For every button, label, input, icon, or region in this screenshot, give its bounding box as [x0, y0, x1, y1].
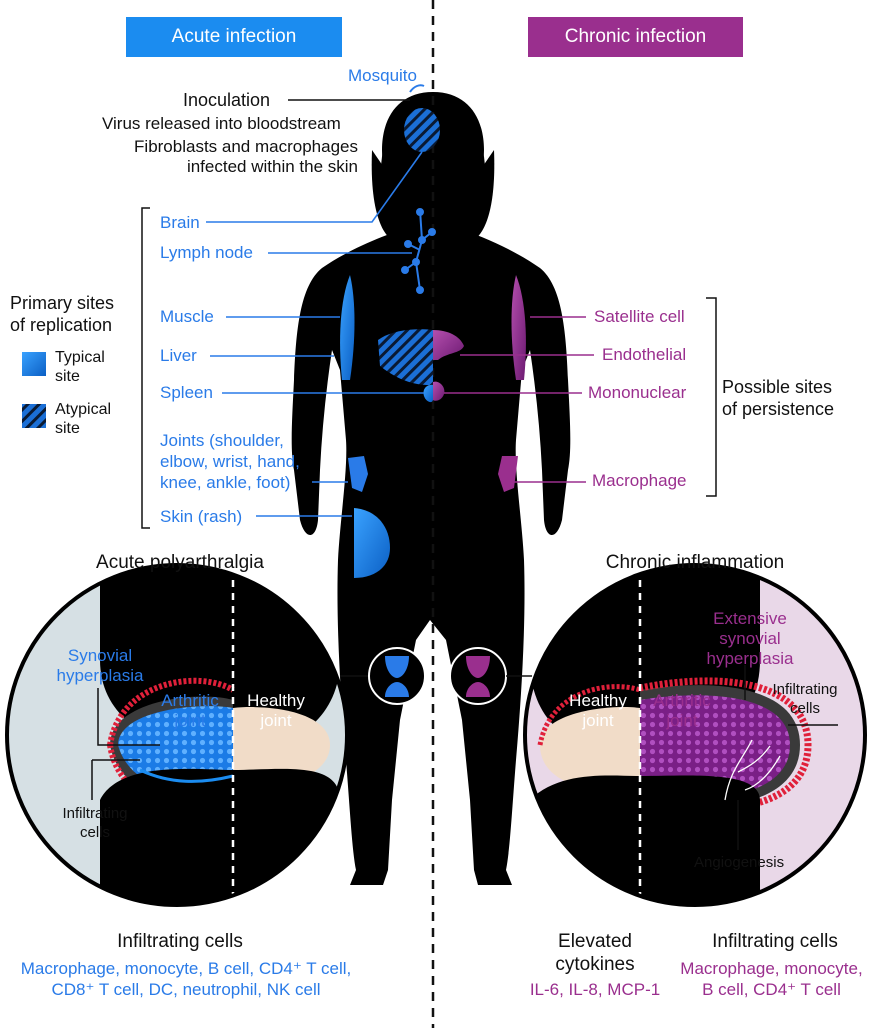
mosquito-label: Mosquito — [348, 66, 417, 86]
chronic-infiltrating-line-2: cells — [760, 699, 850, 719]
acute-panel-title: Acute polyarthralgia — [60, 553, 300, 573]
site-endothelial: Endothelial — [602, 345, 686, 365]
chronic-arthritic-line-2: joint — [642, 711, 722, 731]
site-satellite-cell: Satellite cell — [594, 307, 685, 327]
inoculation-line-3: infected within the skin — [102, 157, 358, 177]
cytokines-values: IL-6, IL-8, MCP-1 — [505, 980, 685, 1000]
legend-atypical-line-2: site — [55, 419, 80, 439]
site-liver: Liver — [160, 346, 197, 366]
site-mononuclear: Mononuclear — [588, 383, 686, 403]
site-macrophage: Macrophage — [592, 471, 687, 491]
persistence-line-2: of persistence — [722, 399, 834, 419]
site-joints-line-2: elbow, wrist, hand, — [160, 452, 300, 472]
acute-arthritic-line-2: joint — [150, 711, 230, 731]
legend-title-line-1: Primary sites — [10, 293, 114, 313]
knee-icon-acute — [369, 648, 425, 704]
chronic-infiltrating-line-a: Macrophage, monocyte, — [672, 959, 871, 979]
chronic-infiltrating-title: Infiltrating cells — [680, 932, 870, 952]
site-skin-rash: Skin (rash) — [160, 507, 242, 527]
legend-atypical-line-1: Atypical — [55, 400, 111, 420]
acute-arthritic-line-1: Arthritic — [150, 691, 230, 711]
knee-icon-chronic — [450, 648, 506, 704]
site-brain: Brain — [160, 213, 200, 233]
site-muscle: Muscle — [160, 307, 214, 327]
inoculation-line-2: Fibroblasts and macrophages — [102, 137, 358, 157]
angiogenesis-label: Angiogenesis — [694, 853, 784, 873]
inoculation-title: Inoculation — [183, 90, 270, 110]
site-spleen: Spleen — [160, 383, 213, 403]
chronic-infection-badge: Chronic infection — [528, 17, 743, 57]
acute-infiltrating-line-b: CD8⁺ T cell, DC, neutrophil, NK cell — [0, 980, 372, 1000]
acute-infection-badge: Acute infection — [126, 17, 342, 57]
chronic-infiltrating-line-b: B cell, CD4⁺ T cell — [672, 980, 871, 1000]
chronic-infiltrating-line-1: Infiltrating — [760, 680, 850, 700]
synovial-line-2: hyperplasia — [40, 666, 160, 686]
extensive-line-1: Extensive — [690, 609, 810, 629]
acute-joint-panel — [0, 560, 360, 910]
extensive-line-3: hyperplasia — [690, 649, 810, 669]
legend-typical-line-1: Typical — [55, 348, 105, 368]
synovial-line-1: Synovial — [40, 646, 160, 666]
acute-infiltrating-title: Infiltrating cells — [60, 932, 300, 952]
acute-sites-bracket — [142, 208, 150, 528]
persistence-line-1: Possible sites — [722, 377, 832, 397]
acute-infiltrating-line-2: cells — [50, 823, 140, 843]
atypical-site-swatch — [22, 404, 46, 428]
extensive-line-2: synovial — [690, 629, 810, 649]
inoculation-line-1: Virus released into bloodstream — [102, 114, 341, 134]
mosquito-icon — [410, 85, 424, 92]
cytokines-title-line-2: cytokines — [520, 955, 670, 975]
legend-typical-line-2: site — [55, 367, 80, 387]
chronic-arthritic-line-1: Arthritic — [642, 691, 722, 711]
legend-title-line-2: of replication — [10, 315, 112, 335]
acute-healthy-line-2: joint — [236, 711, 316, 731]
acute-healthy-line-1: Healthy — [236, 691, 316, 711]
acute-infiltrating-line-1: Infiltrating — [50, 804, 140, 824]
site-joints-line-3: knee, ankle, foot) — [160, 473, 290, 493]
chronic-panel-title: Chronic inflammation — [575, 553, 815, 573]
site-lymph-node: Lymph node — [160, 243, 253, 263]
brain-icon — [404, 108, 440, 152]
acute-infiltrating-line-a: Macrophage, monocyte, B cell, CD4⁺ T cel… — [0, 959, 372, 979]
chronic-healthy-line-1: Healthy — [558, 691, 638, 711]
chronic-healthy-line-2: joint — [558, 711, 638, 731]
persistence-bracket — [706, 298, 716, 496]
cytokines-title-line-1: Elevated — [520, 932, 670, 952]
site-joints-line-1: Joints (shoulder, — [160, 431, 284, 451]
typical-site-swatch — [22, 352, 46, 376]
